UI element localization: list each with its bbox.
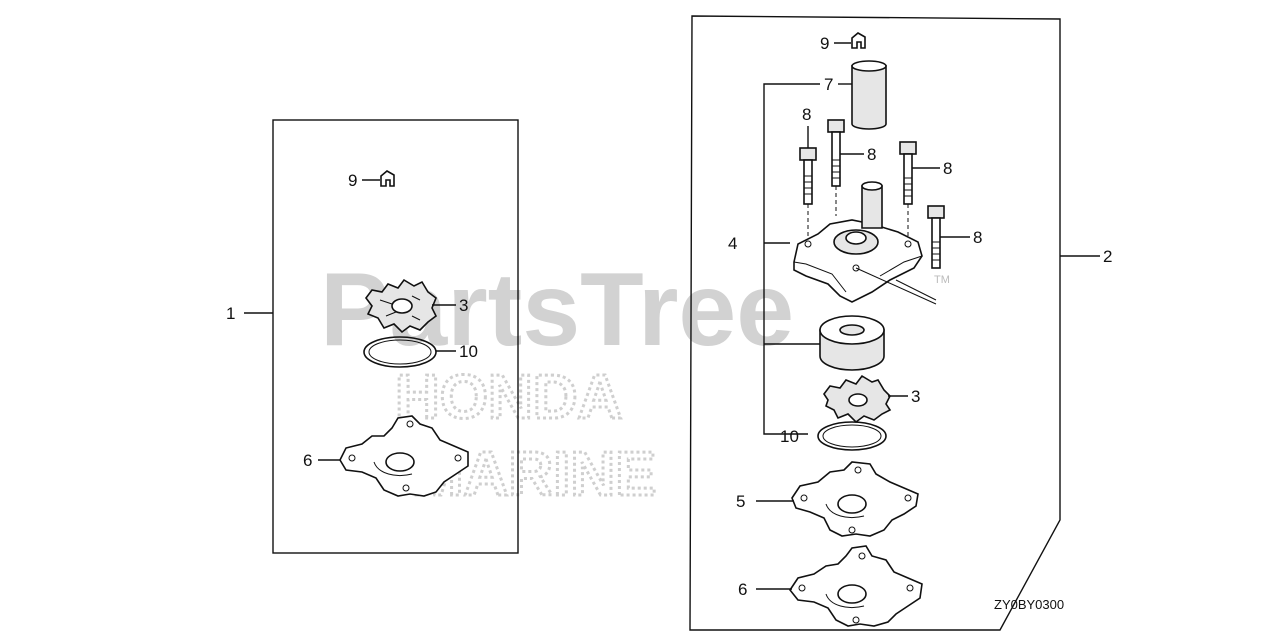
right-bolt-b-callout: 8 [867,145,876,164]
right-bolt-a-part [799,147,817,205]
figure-code: ZY0BY0300 [994,597,1064,612]
left-clip-part [380,170,395,187]
left-oring-part [363,336,437,368]
right-kit-frame [689,15,1061,631]
watermark-trademark: TM [934,274,950,286]
watermark-maker-line1: HONDA [395,363,622,432]
right-oring-callout: 10 [780,427,799,446]
right-bolt-c-callout: 8 [943,159,952,178]
left-oring-inner [368,339,432,365]
left-plate-callout: 6 [303,451,312,470]
right-kit-label: 2 [1103,247,1112,266]
right-gasket-callout: 5 [736,492,745,511]
right-oring-inner [822,424,882,448]
right-impeller-part [823,374,892,424]
left-clip-callout: 9 [348,171,357,190]
left-impeller-callout: 3 [459,296,468,315]
right-bolt-a-callout: 8 [802,105,811,124]
right-clip-callout: 9 [820,34,829,53]
right-bolt-c-part [899,141,917,205]
left-kit: 1 9 3 10 6 [226,119,519,554]
right-oring-part [817,421,887,451]
right-bolt-d-part [927,205,945,269]
right-kit: 2 9 7 8 8 [689,15,1112,631]
left-plate-part [339,415,469,497]
left-kit-frame [272,119,519,554]
left-oring-callout: 10 [459,342,478,361]
right-clip-part [851,32,866,49]
right-bolt-b-part [827,119,845,187]
left-kit-label: 1 [226,304,235,323]
right-plate-part [789,545,923,627]
right-housing-callout: 4 [728,234,737,253]
right-impeller-callout: 3 [911,387,920,406]
right-cup-part [819,315,885,371]
right-gasket-part [791,461,919,537]
right-kit-bracket [763,83,820,435]
right-plate-callout: 6 [738,580,747,599]
right-housing-part [793,181,937,305]
watermark: PartsTree TM HONDA MARINE [320,252,950,511]
right-tube-callout: 7 [824,75,833,94]
left-impeller-part [365,278,438,334]
right-tube-part [851,60,887,130]
right-bolt-d-callout: 8 [973,228,982,247]
